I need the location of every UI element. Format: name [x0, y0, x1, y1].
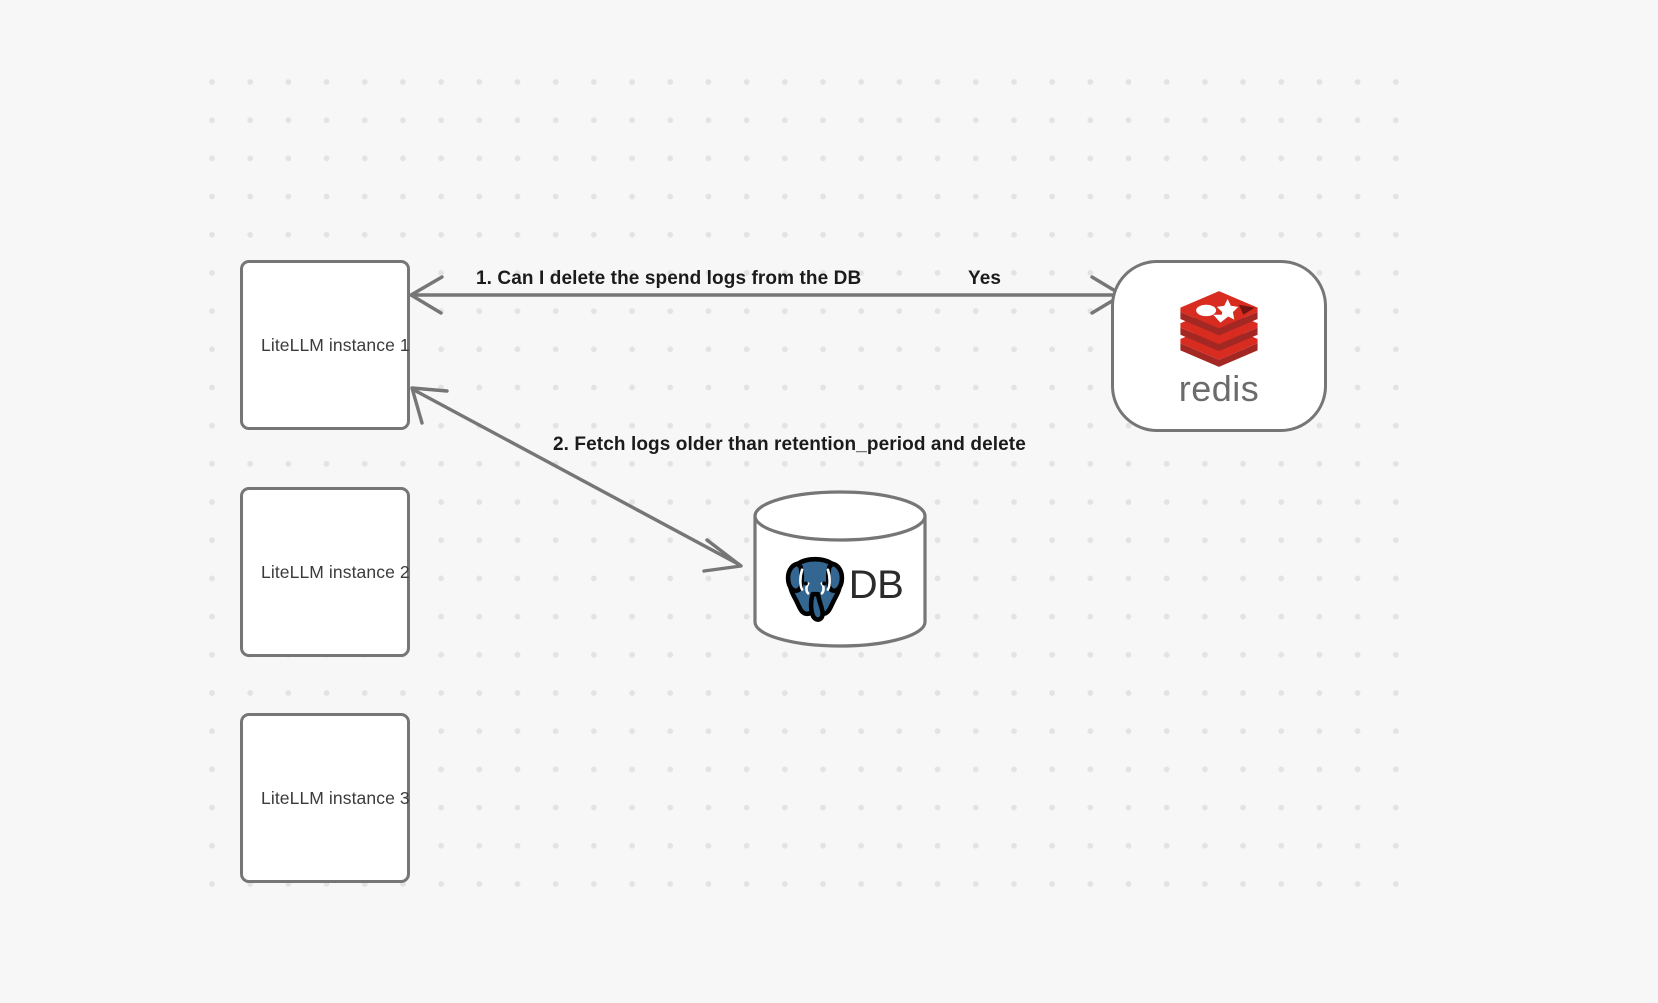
db-content: DB [752, 542, 928, 628]
edge-line-diagonal [413, 388, 741, 567]
arrowhead-left-instance-1 [409, 275, 444, 315]
redis-wordmark: redis [1178, 368, 1260, 409]
edge-label-step-1: 1. Can I delete the spend logs from the … [476, 268, 862, 289]
arrowhead-downright-db [702, 538, 743, 573]
edge-label-yes: Yes [968, 268, 1002, 289]
edge-label-step-2: 2. Fetch logs older than retention_perio… [553, 434, 1026, 455]
node-label-instance-3: LiteLLM instance 3 [261, 787, 410, 808]
node-label-instance-2: LiteLLM instance 2 [261, 561, 410, 582]
redis-logo-icon [1180, 291, 1258, 367]
postgresql-elephant-icon [785, 556, 844, 622]
arrowhead-upleft-instance-1 [410, 386, 449, 425]
db-label: DB [848, 562, 904, 607]
redis-logo-group: redis [1159, 289, 1279, 407]
node-litellm-instance-1[interactable]: LiteLLM instance 1 [240, 260, 410, 430]
node-redis[interactable]: redis [1111, 260, 1327, 432]
node-litellm-instance-3[interactable]: LiteLLM instance 3 [240, 713, 410, 883]
node-litellm-instance-2[interactable]: LiteLLM instance 2 [240, 487, 410, 657]
node-label-instance-1: LiteLLM instance 1 [261, 334, 410, 355]
node-postgres-db[interactable]: DB [752, 490, 928, 648]
